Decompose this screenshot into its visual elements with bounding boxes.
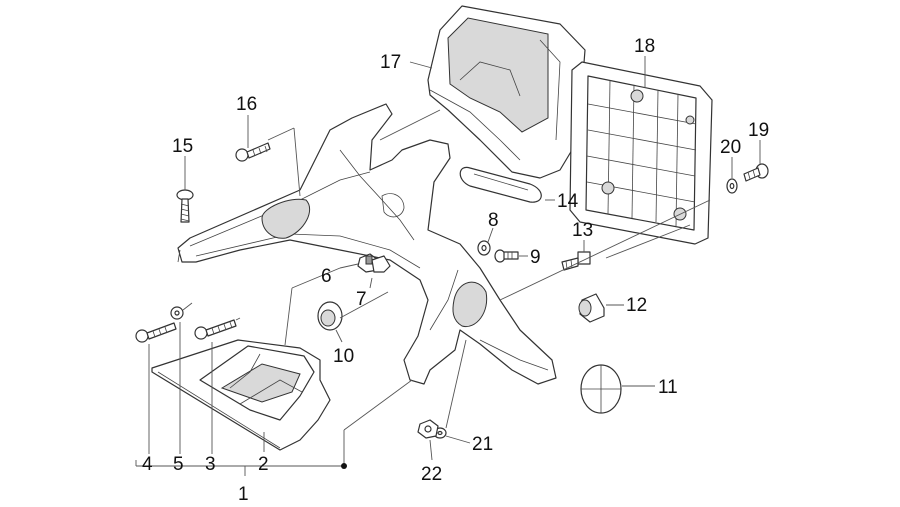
callout-8: 8 bbox=[488, 210, 499, 231]
callout-17: 17 bbox=[380, 52, 401, 73]
callout-20: 20 bbox=[720, 137, 741, 158]
part-19-screw bbox=[743, 163, 769, 182]
callout-4: 4 bbox=[142, 454, 153, 475]
callout-19: 19 bbox=[748, 120, 769, 141]
part-9-screw bbox=[494, 249, 519, 263]
callout-11: 11 bbox=[658, 377, 678, 398]
part-5-washer bbox=[170, 306, 184, 320]
part-4-screw bbox=[135, 322, 177, 343]
part-11-reflector bbox=[580, 364, 622, 414]
part-18-plate-holder bbox=[569, 61, 713, 245]
callout-labels: 1 2 3 4 5 6 7 8 9 10 11 12 13 14 15 16 1… bbox=[142, 36, 769, 505]
part-17-light-housing bbox=[427, 5, 586, 179]
part-2-splash-guard bbox=[151, 339, 331, 451]
callout-21: 21 bbox=[472, 434, 493, 455]
leader-lines bbox=[135, 56, 761, 476]
part-15-screw bbox=[176, 189, 194, 223]
callout-22: 22 bbox=[421, 464, 442, 485]
callout-16: 16 bbox=[236, 94, 257, 115]
part-7-nut bbox=[371, 255, 391, 273]
callout-15: 15 bbox=[172, 136, 193, 157]
callout-9: 9 bbox=[530, 247, 541, 268]
callout-13: 13 bbox=[572, 220, 593, 241]
part-8-washer bbox=[477, 240, 491, 256]
plate-grid bbox=[586, 79, 697, 227]
callout-7: 7 bbox=[356, 289, 367, 310]
part-3-screw bbox=[194, 319, 237, 340]
part-20-washer bbox=[726, 178, 738, 194]
part-14-lens bbox=[459, 166, 542, 203]
part-16-screw bbox=[235, 142, 271, 162]
part-10-grommet bbox=[317, 301, 343, 331]
callout-14: 14 bbox=[557, 191, 579, 212]
part-22-nut bbox=[417, 419, 439, 439]
callout-2: 2 bbox=[258, 454, 269, 475]
rear-fender-body bbox=[177, 103, 557, 385]
part-13-bolt bbox=[561, 251, 591, 271]
callout-12: 12 bbox=[626, 295, 647, 316]
callout-18: 18 bbox=[634, 36, 655, 57]
part-12-spacer bbox=[578, 293, 605, 323]
callout-10: 10 bbox=[333, 346, 354, 367]
callout-1: 1 bbox=[238, 484, 249, 502]
callout-6: 6 bbox=[321, 266, 332, 287]
callout-5: 5 bbox=[173, 454, 184, 475]
callout-3: 3 bbox=[205, 454, 216, 475]
